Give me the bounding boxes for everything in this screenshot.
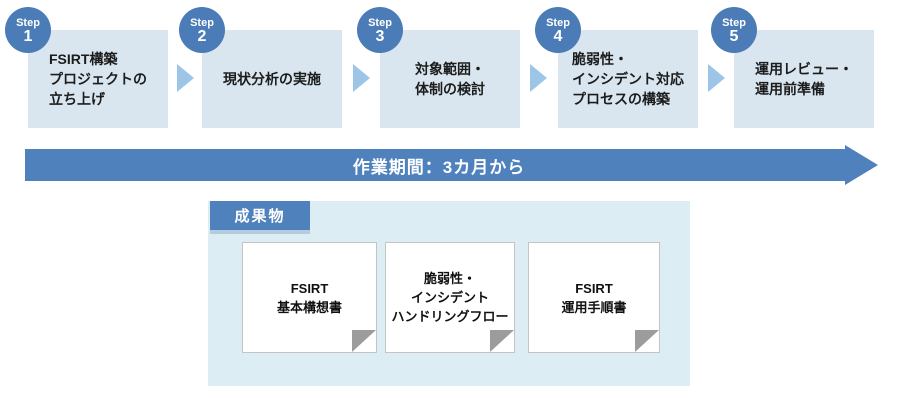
step-3-badge-word: Step xyxy=(368,16,392,29)
step-box-2: Step 2 現状分析の実施 xyxy=(179,7,342,128)
step-5-badge: Step 5 xyxy=(711,7,757,53)
timeline-arrow xyxy=(25,145,878,185)
deliverable-card-1: FSIRT 基本構想書 xyxy=(242,242,377,353)
step-5-badge-word: Step xyxy=(722,16,746,29)
step-box-5: Step 5 運用レビュー・ 運用前準備 xyxy=(711,7,874,128)
step-1-badge: Step 1 xyxy=(5,7,51,53)
step-box-4: Step 4 脆弱性・ インシデント対応 プロセスの構築 xyxy=(535,7,698,128)
step-4-badge: Step 4 xyxy=(535,7,581,53)
step-3-badge: Step 3 xyxy=(357,7,403,53)
flow-arrow-icon-2 xyxy=(353,64,370,92)
step-1-badge-word: Step xyxy=(16,16,40,29)
step-5-badge-number: 5 xyxy=(729,27,739,45)
folded-corner-icon xyxy=(635,330,659,352)
folded-corner-icon xyxy=(490,330,514,352)
deliverable-card-3: FSIRT 運用手順書 xyxy=(528,242,660,353)
step-2-label: 現状分析の実施 xyxy=(223,71,321,87)
deliverables-panel: 成果物 FSIRT 基本構想書 脆弱性・ インシデント ハンドリングフロー FS… xyxy=(208,201,690,386)
step-3-label: 対象範囲・ 体制の検討 xyxy=(415,61,485,97)
step-box-3: Step 3 対象範囲・ 体制の検討 xyxy=(357,7,520,128)
step-3-badge-number: 3 xyxy=(375,27,385,45)
deliverable-card-1-label: FSIRT 基本構想書 xyxy=(276,280,342,315)
folded-corner-icon xyxy=(352,330,376,352)
timeline-label: 作業期間：3カ月から xyxy=(352,157,526,177)
deliverable-card-2: 脆弱性・ インシデント ハンドリングフロー xyxy=(385,242,515,353)
deliverables-title: 成果物 xyxy=(210,201,310,230)
step-1-label: FSIRT構築 プロジェクトの 立ち上げ xyxy=(49,51,147,107)
step-2-badge-number: 2 xyxy=(197,27,207,45)
deliverable-card-2-label: 脆弱性・ インシデント ハンドリングフロー xyxy=(391,271,509,324)
step-4-label: 脆弱性・ インシデント対応 プロセスの構築 xyxy=(572,51,684,107)
step-5-label: 運用レビュー・ 運用前準備 xyxy=(755,61,853,97)
deliverable-card-3-label: FSIRT 運用手順書 xyxy=(561,280,627,315)
step-1-badge-number: 1 xyxy=(23,27,33,45)
step-box-1: Step 1 FSIRT構築 プロジェクトの 立ち上げ xyxy=(5,7,168,128)
flow-arrow-icon-1 xyxy=(177,64,194,92)
step-4-badge-number: 4 xyxy=(553,27,563,45)
step-2-badge-word: Step xyxy=(190,16,214,29)
flow-arrow-icon-3 xyxy=(530,64,547,92)
flow-arrow-icon-4 xyxy=(708,64,725,92)
step-2-badge: Step 2 xyxy=(179,7,225,53)
step-4-badge-word: Step xyxy=(546,16,570,29)
